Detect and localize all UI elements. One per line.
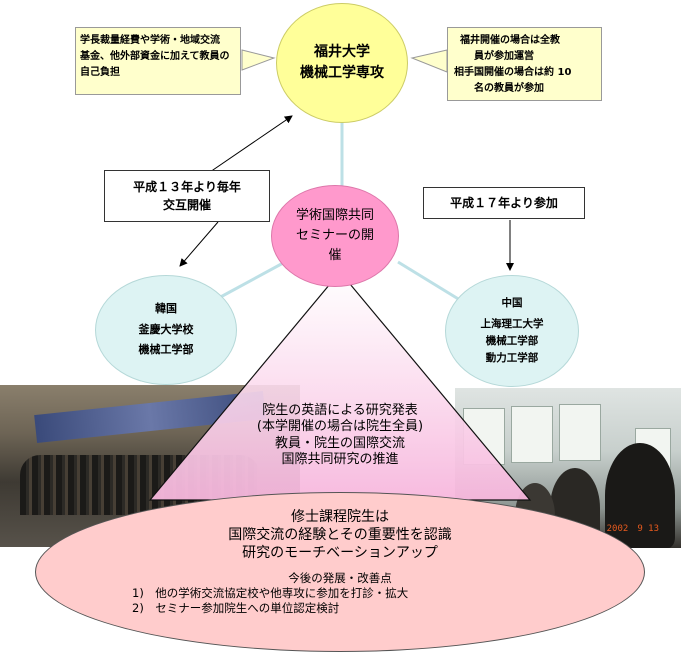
korea-exchange-line-1: 平成１３年より毎年 (133, 180, 241, 194)
photo-date-stamp: 2002 9 13 (606, 524, 659, 534)
funding-note-line-1: 学長裁量経費や学術・地域交流 (80, 35, 220, 46)
outcome-line-4: 国際共同研究の推進 (281, 451, 399, 467)
china-join-line-1: 平成１７年より参加 (450, 196, 558, 210)
korea-exchange-box: 平成１３年より毎年 交互開催 (104, 170, 270, 222)
masters-outcome-oval (35, 492, 645, 652)
korea-exchange-line-2: 交互開催 (162, 198, 211, 212)
participation-note-line-4: 名の教員が参加 (474, 83, 544, 94)
arrow-to-fukui (209, 115, 293, 173)
korea-line-1: 韓国 (155, 301, 177, 315)
china-line-4: 動力工学部 (485, 351, 539, 364)
connector-line (214, 260, 286, 302)
poster-board (559, 404, 601, 461)
participation-note-line-1: 福井開催の場合は全教 (460, 35, 560, 46)
fukui-line-2: 機械工学専攻 (300, 65, 384, 81)
seminar-node: 学術国際共同 セミナーの開 催 (271, 185, 399, 287)
china-join-box: 平成１７年より参加 (423, 187, 585, 219)
fukui-university-node: 福井大学 機械工学専攻 (276, 3, 408, 123)
china-line-3: 機械工学部 (485, 335, 539, 347)
china-line-2: 上海理工大学 (480, 318, 544, 331)
china-line-1: 中国 (501, 297, 523, 310)
masters-line-3: 研究のモーチベーションアップ (242, 545, 438, 562)
korea-line-3: 機械工学部 (138, 343, 194, 357)
note-left-pointer (241, 49, 276, 71)
future-item-1: 1) 他の学術交流協定校や他専攻に参加を打診・拡大 (132, 585, 409, 600)
seminar-line-3: 催 (328, 248, 342, 264)
seminar-line-1: 学術国際共同 (295, 207, 374, 223)
person-figure (605, 443, 675, 548)
masters-line-2: 国際交流の経験とその重要性を認識 (228, 527, 452, 544)
funding-note-line-3: 自己負担 (80, 67, 120, 78)
participation-note: 福井開催の場合は全教 員が参加運営 相手国開催の場合は約 10 名の教員が参加 (447, 27, 602, 101)
china-node: 中国 上海理工大学 機械工学部 動力工学部 (445, 275, 579, 387)
future-title: 今後の発展・改善点 (288, 570, 392, 585)
connector-line (397, 260, 461, 302)
participation-note-line-2: 員が参加運営 (474, 51, 534, 62)
participation-note-line-3: 相手国開催の場合は約 10 (454, 67, 572, 78)
fukui-line-1: 福井大学 (314, 44, 370, 60)
korea-line-2: 釜慶大学校 (138, 322, 194, 336)
poster-board (511, 406, 553, 463)
funding-note: 学長裁量経費や学術・地域交流 基金、他外部資金に加えて教員の 自己負担 (75, 27, 241, 95)
masters-outcome-text: 修士課程院生は 国際交流の経験とその重要性を認識 研究のモーチベーションアップ … (90, 508, 590, 617)
masters-title: 修士課程院生は (291, 509, 389, 525)
outcome-line-3: 教員・院生の国際交流 (274, 435, 405, 451)
future-item-2: 2) セミナー参加院生への単位認定検討 (132, 601, 340, 616)
korea-node: 韓国 釜慶大学校 機械工学部 (95, 275, 237, 385)
outcome-line-1: 院生の英語による研究発表 (262, 403, 418, 418)
arrow-to-korea (179, 221, 219, 267)
outcome-line-2: (本学開催の場合は院生全員) (256, 419, 424, 435)
note-right-pointer (410, 49, 448, 73)
funding-note-line-2: 基金、他外部資金に加えて教員の (80, 51, 230, 62)
seminar-line-2: セミナーの開 (295, 227, 374, 243)
outcomes-text: 院生の英語による研究発表 (本学開催の場合は院生全員) 教員・院生の国際交流 国… (200, 403, 480, 468)
photo-poster-session: 2002 9 13 (455, 388, 681, 548)
